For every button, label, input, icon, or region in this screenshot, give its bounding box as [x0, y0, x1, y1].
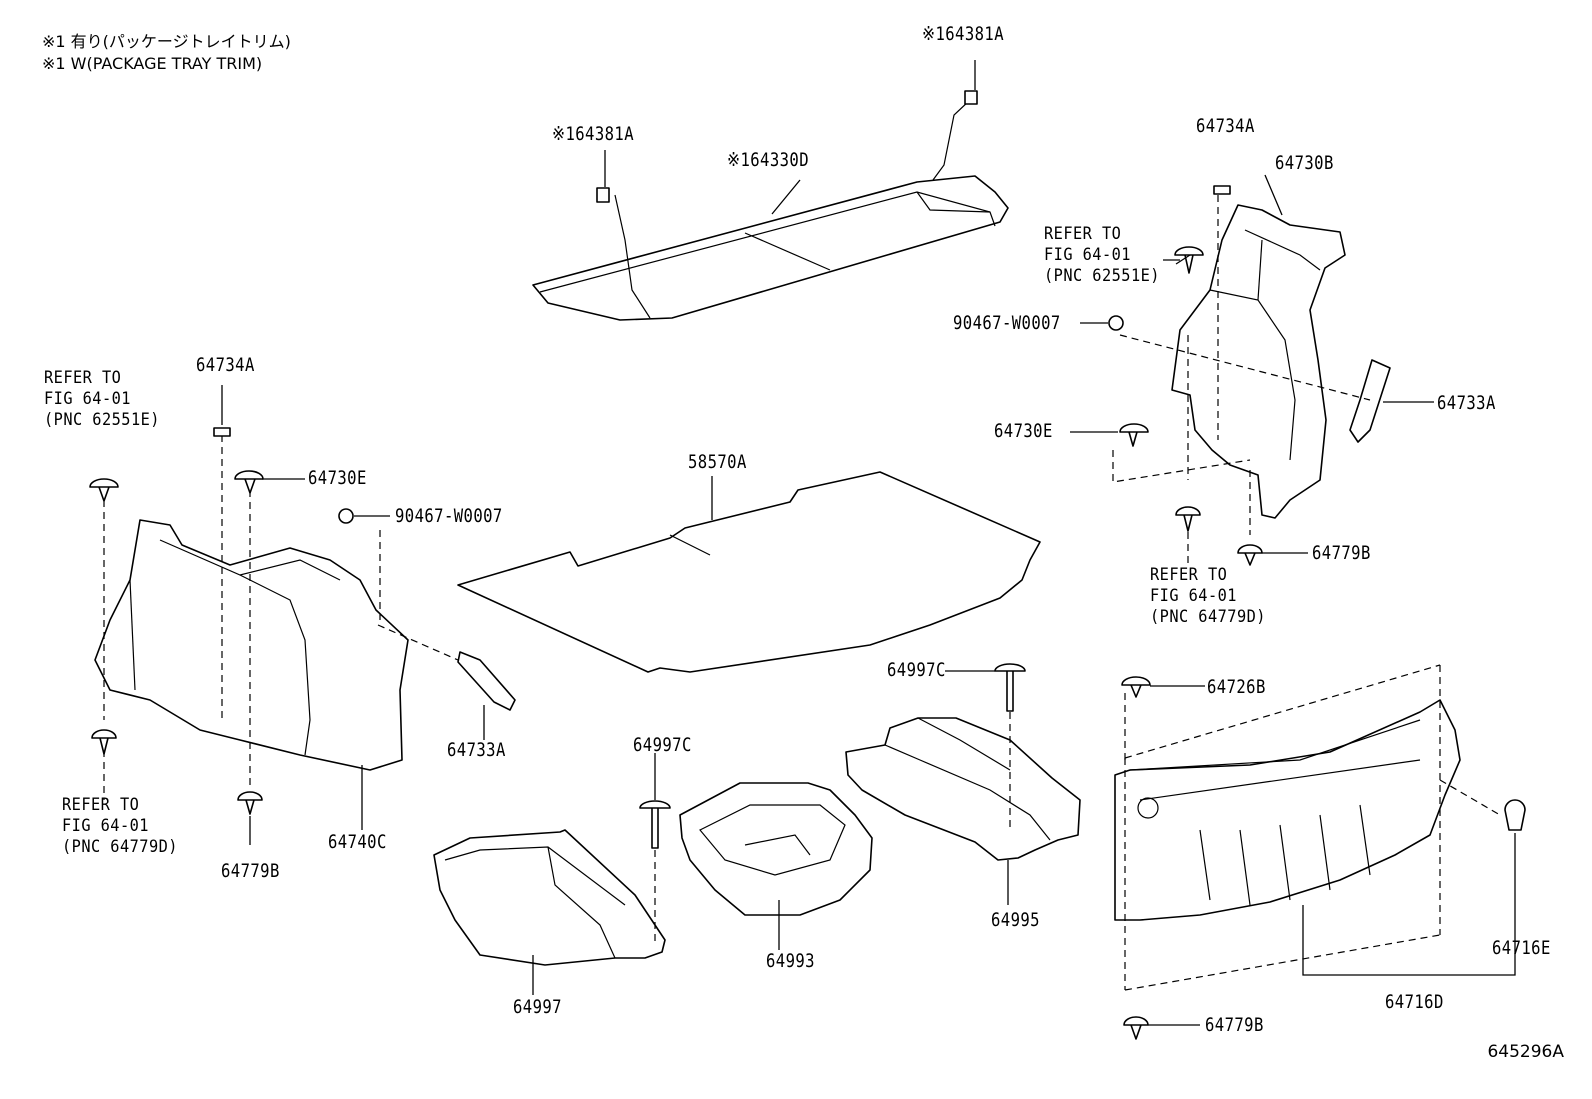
package-tray-trim [532, 175, 1009, 321]
label-64734A-left[interactable]: 64734A [196, 354, 255, 376]
label-64730B[interactable]: 64730B [1275, 152, 1334, 174]
label-64779B-left[interactable]: 64779B [221, 860, 280, 882]
label-58570A[interactable]: 58570A [688, 451, 747, 473]
label-64733A-right[interactable]: 64733A [1437, 392, 1496, 414]
clip-64779D-right [1175, 506, 1201, 532]
label-64997C-right[interactable]: 64997C [887, 659, 946, 681]
label-64716D[interactable]: 64716D [1385, 991, 1444, 1013]
figure-id: 645296A [1487, 1042, 1564, 1062]
label-64995[interactable]: 64995 [991, 909, 1040, 931]
screw-64997C-right [994, 663, 1026, 712]
label-64740C[interactable]: 64740C [328, 831, 387, 853]
tray-string [596, 60, 978, 319]
label-64730E-right[interactable]: 64730E [994, 420, 1053, 442]
clip-64734A-left [213, 427, 231, 437]
note-line-2: ※1 W(PACKAGE TRAY TRIM) [42, 54, 263, 73]
label-64381A-left[interactable]: ※164381A [552, 123, 634, 145]
ref-note-right-top: REFER TO FIG 64-01 (PNC 62551E) [1044, 224, 1160, 286]
label-64733A-left[interactable]: 64733A [447, 739, 506, 761]
clip-64730E-left [234, 470, 264, 494]
note-line-1: ※1 有り(パッケージトレイトリム) [42, 32, 291, 51]
deck-board [457, 471, 1041, 673]
label-64993[interactable]: 64993 [766, 950, 815, 972]
clip-64779B-bottom [1123, 1016, 1149, 1040]
clip-64779B-left [237, 791, 263, 815]
label-90467-left[interactable]: 90467-W0007 [395, 505, 503, 527]
clip-62551E-right [1174, 246, 1204, 274]
label-64779B-bottom[interactable]: 64779B [1205, 1014, 1264, 1036]
tray-64997 [433, 829, 666, 995]
left-side-trim [94, 519, 409, 830]
clip-64716E [1504, 799, 1526, 831]
clip-62551E-left [89, 478, 119, 502]
ref-note-left-top: REFER TO FIG 64-01 (PNC 62551E) [44, 368, 160, 430]
label-64997[interactable]: 64997 [513, 996, 562, 1018]
screw-90467-right [1108, 315, 1124, 331]
label-64779B-right[interactable]: 64779B [1312, 542, 1371, 564]
label-64381A-top[interactable]: ※164381A [922, 23, 1004, 45]
clip-64734A-right [1213, 185, 1231, 195]
label-64716E[interactable]: 64716E [1492, 937, 1551, 959]
clip-64779D-left [91, 729, 117, 755]
screw-64997C-left [639, 800, 671, 849]
label-64730E-left[interactable]: 64730E [308, 467, 367, 489]
left-wedge-64733A [457, 651, 516, 711]
clip-64730E-right [1119, 423, 1149, 447]
label-64330D[interactable]: ※164330D [727, 149, 809, 171]
label-64997C-left[interactable]: 64997C [633, 734, 692, 756]
ref-note-left-bottom: REFER TO FIG 64-01 (PNC 64779D) [62, 795, 178, 857]
clip-64779B-right [1237, 544, 1263, 566]
label-90467-right[interactable]: 90467-W0007 [953, 312, 1061, 334]
right-side-trim [1171, 174, 1346, 519]
label-64734A-right[interactable]: 64734A [1196, 115, 1255, 137]
label-64726B[interactable]: 64726B [1207, 676, 1266, 698]
tray-64995 [845, 717, 1081, 905]
rear-trim-64716D [1114, 699, 1516, 976]
tray-64993 [679, 782, 873, 950]
right-wedge-64733A [1349, 359, 1391, 443]
screw-90467-left [338, 508, 354, 524]
ref-note-right-bottom: REFER TO FIG 64-01 (PNC 64779D) [1150, 565, 1266, 627]
clip-64726B [1121, 676, 1151, 698]
